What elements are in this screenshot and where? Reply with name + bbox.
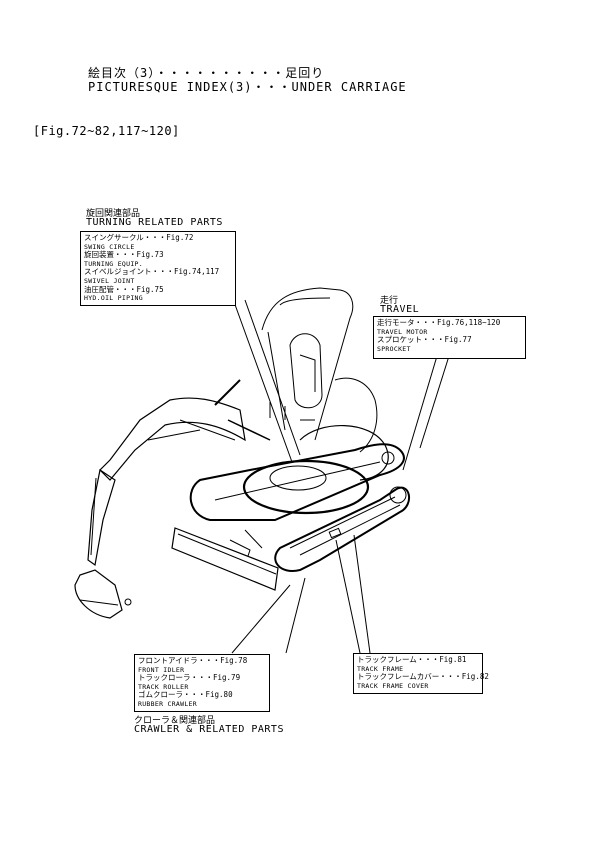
crawler-item-3-en: RUBBER CRAWLER: [138, 699, 197, 708]
travel-group-label-jp: 走行: [380, 296, 399, 306]
turning-item-4-jp: 油圧配管・・・Fig.75: [84, 284, 164, 294]
crawler-item-1-en: FRONT IDLER: [138, 665, 185, 674]
crawler-item-2-en: TRACK ROLLER: [138, 682, 189, 691]
turning-item-2-en: TURNING EQUIP.: [84, 259, 143, 268]
turning-item-3-en: SWIVEL JOINT: [84, 276, 135, 285]
travel-group-label-en: TRAVEL: [380, 304, 420, 315]
travel-item-2-en: SPROCKET: [377, 344, 411, 353]
crawler-parts-box: フロントアイドラ・・・Fig.78 FRONT IDLER トラックローラ・・・…: [134, 654, 270, 712]
travel-item-1-en: TRAVEL MOTOR: [377, 327, 428, 336]
travel-item-2-jp: スプロケット・・・Fig.77: [377, 335, 472, 345]
turning-item-1-jp: スイングサークル・・・Fig.72: [84, 233, 194, 242]
page-title-jp: 絵目次（3）・・・・・・・・・・足回り: [88, 66, 325, 80]
crawler-item-1-jp: フロントアイドラ・・・Fig.78: [138, 656, 248, 665]
turning-item-2-jp: 旋回装置・・・Fig.73: [84, 250, 164, 260]
frame-item-2-en: TRACK FRAME COVER: [357, 681, 429, 690]
turning-group-label-jp: 旋回関連部品: [86, 209, 141, 219]
turning-item-1-en: SWING CIRCLE: [84, 242, 135, 251]
turning-parts-box: スイングサークル・・・Fig.72 SWING CIRCLE 旋回装置・・・Fi…: [80, 231, 236, 306]
crawler-group-label-jp: クローラ＆関連部品: [134, 716, 216, 726]
turning-item-3-jp: スイベルジョイント・・・Fig.74,117: [84, 267, 220, 277]
frame-parts-box: トラックフレーム・・・Fig.81 TRACK FRAME トラックフレームカバ…: [353, 653, 489, 694]
travel-item-1-jp: 走行モータ・・・Fig.76,118~120: [377, 318, 501, 327]
turning-group-label-en: TURNING RELATED PARTS: [86, 217, 223, 228]
page-title-en: PICTURESQUE INDEX(3)・・・UNDER CARRIAGE: [88, 80, 407, 94]
figure-reference: [Fig.72~82,117~120]: [33, 124, 180, 138]
frame-item-1-en: TRACK FRAME: [357, 664, 404, 673]
frame-item-2-jp: トラックフレームカバー・・・Fig.82: [357, 672, 489, 682]
crawler-item-2-jp: トラックローラ・・・Fig.79: [138, 673, 241, 683]
crawler-group-label-en: CRAWLER & RELATED PARTS: [134, 724, 284, 735]
frame-item-1-jp: トラックフレーム・・・Fig.81: [357, 655, 467, 664]
turning-item-4-en: HYD.OIL PIPING: [84, 294, 143, 303]
travel-parts-box: 走行モータ・・・Fig.76,118~120 TRAVEL MOTOR スプロケ…: [373, 316, 526, 359]
crawler-item-3-jp: ゴムクローラ・・・Fig.80: [138, 690, 233, 700]
